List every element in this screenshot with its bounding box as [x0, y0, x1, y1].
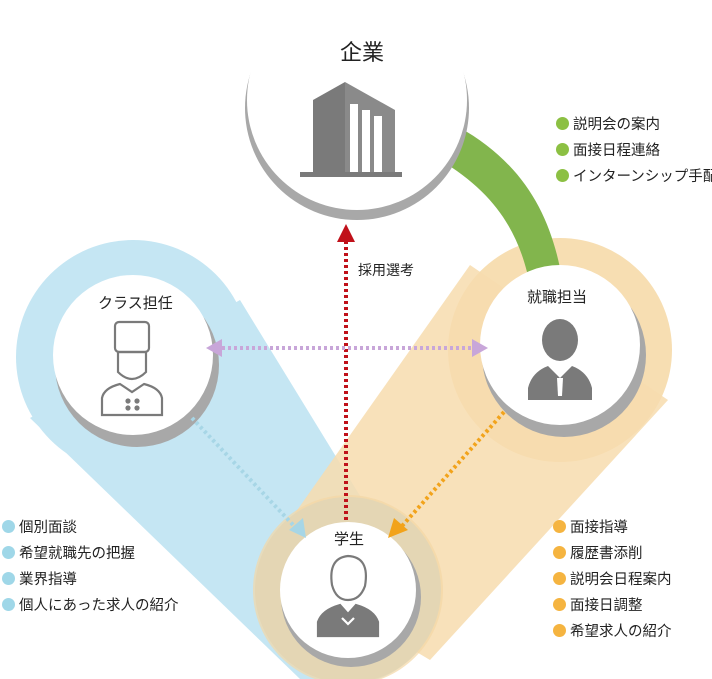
selection-arrow: [337, 224, 355, 520]
bullet-dot: [553, 597, 566, 611]
bullet-dot: [2, 519, 15, 533]
student-label: 学生: [334, 530, 364, 548]
list-item: 個別面談: [2, 513, 179, 539]
company-label: 企業: [340, 41, 384, 66]
chef-icon: [100, 320, 164, 417]
student-node[interactable]: 学生: [280, 522, 421, 667]
bullet-dot: [556, 116, 569, 130]
career-student-arrow: [388, 410, 506, 538]
list-item: インターンシップ手配: [556, 162, 712, 188]
bullet-dot: [553, 623, 566, 637]
selection-label: 採用選考: [358, 263, 414, 279]
teacher-node[interactable]: クラス担任: [53, 275, 219, 447]
bullet-dot: [2, 545, 15, 559]
list-item: 履歴書添削: [553, 539, 672, 565]
bullet-dot: [553, 545, 566, 559]
list-item: 業界指導: [2, 565, 179, 591]
list-item: 希望就職先の把握: [2, 539, 179, 565]
teacher-student-arrow: [190, 416, 306, 538]
company-info-list: 説明会の案内 面接日程連絡 インターンシップ手配: [556, 110, 712, 188]
list-item: 面接日調整: [553, 591, 672, 617]
building-icon: [300, 82, 402, 177]
bullet-dot: [2, 571, 15, 585]
teacher-career-arrow: [206, 339, 488, 357]
teacher-info-list: 個別面談 希望就職先の把握 業界指導 個人にあった求人の紹介: [2, 513, 179, 617]
bullet-dot: [556, 168, 569, 182]
bullet-dot: [553, 571, 566, 585]
list-item: 個人にあった求人の紹介: [2, 591, 179, 617]
bullet-dot: [553, 519, 566, 533]
bullet-dot: [2, 597, 15, 611]
list-item: 希望求人の紹介: [553, 617, 672, 643]
businessman-icon: [528, 319, 592, 400]
company-band: [440, 125, 560, 272]
list-item: 面接日程連絡: [556, 136, 712, 162]
list-item: 説明会の案内: [556, 110, 712, 136]
career-label: 就職担当: [527, 288, 587, 306]
career-node[interactable]: 就職担当: [480, 265, 646, 437]
company-node[interactable]: 企業: [245, 0, 469, 220]
career-info-list: 面接指導 履歴書添削 説明会日程案内 面接日調整 希望求人の紹介: [553, 513, 672, 643]
list-item: 面接指導: [553, 513, 672, 539]
teacher-label: クラス担任: [98, 294, 173, 312]
bullet-dot: [556, 142, 569, 156]
woman-icon: [316, 554, 380, 638]
list-item: 説明会日程案内: [553, 565, 672, 591]
